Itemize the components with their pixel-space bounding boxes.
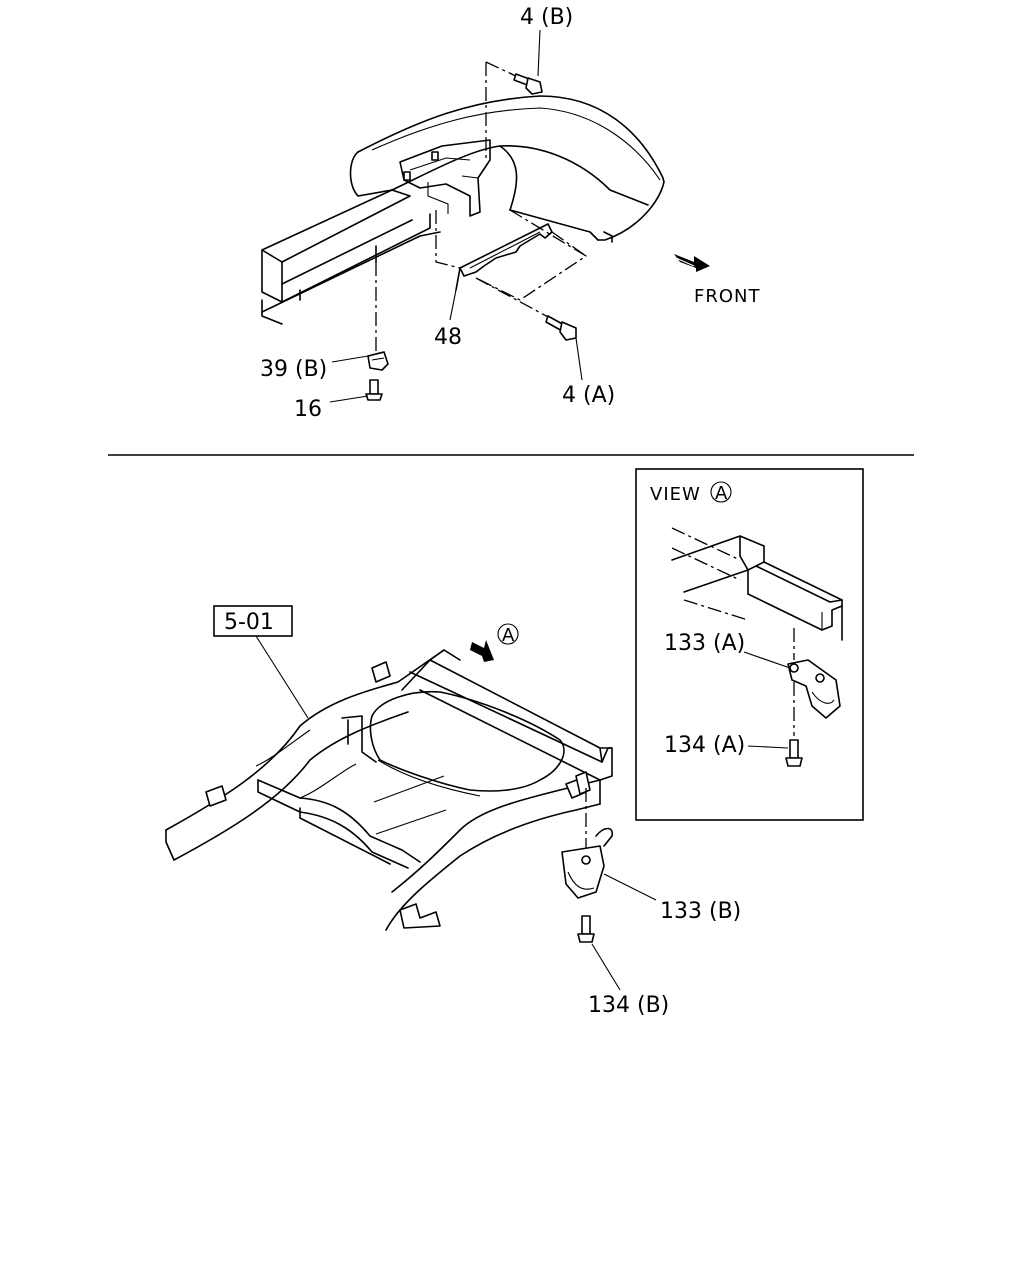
screw-16-icon <box>365 379 383 401</box>
view-a-arrow-icon <box>470 623 519 662</box>
inset-title-marker: A <box>715 483 728 504</box>
chassis-frame <box>165 649 613 931</box>
view-a-marker: A <box>502 625 515 646</box>
inset-view-box <box>635 468 864 821</box>
bolt-134b-icon <box>577 915 595 943</box>
label-screw-16: 16 <box>294 397 322 422</box>
ref-box-label: 5-01 <box>224 610 274 635</box>
ref-box <box>213 605 293 637</box>
label-clip-39b: 39 (B) <box>260 357 327 382</box>
label-bolt-4a: 4 (A) <box>562 383 615 408</box>
clip-39b-icon <box>367 351 389 371</box>
label-bracket-48: 48 <box>434 325 462 350</box>
inset-title: VIEW <box>650 484 701 505</box>
label-bolt-134b: 134 (B) <box>588 993 669 1018</box>
label-hook-133a: 133 (A) <box>664 631 745 656</box>
inset-frame-rail <box>671 527 843 641</box>
label-hook-133b: 133 (B) <box>660 899 741 924</box>
bolt-4b-icon <box>513 73 543 95</box>
front-label: FRONT <box>694 286 761 307</box>
label-bolt-4b: 4 (B) <box>520 5 573 30</box>
tow-hook-133a-icon <box>787 659 841 719</box>
bolt-134a-icon <box>785 739 803 767</box>
bumper-assembly-top <box>261 29 710 403</box>
front-arrow-icon <box>674 254 710 272</box>
tow-hook-133b-icon <box>561 827 614 899</box>
label-bolt-134a: 134 (A) <box>664 733 745 758</box>
bolt-4a-icon <box>545 315 577 341</box>
